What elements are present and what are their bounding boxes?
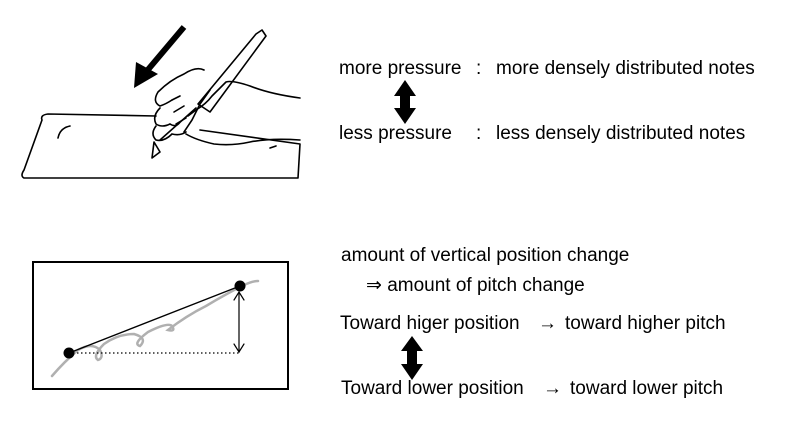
tablet-outline (21, 113, 301, 179)
more-pressure-separator: : (476, 58, 482, 79)
lower-position-text: Toward lower position (341, 378, 524, 399)
more-pressure-effect: more densely distributed notes (496, 58, 755, 79)
more-pressure-label: more pressure (339, 58, 462, 79)
less-pressure-label: less pressure (339, 123, 452, 144)
pitch-double-arrow (401, 336, 423, 380)
end-point (234, 280, 246, 292)
vertical-change-arrow (233, 290, 245, 354)
lower-pitch-text: toward lower pitch (570, 378, 724, 399)
handwritten-stroke (50, 279, 260, 378)
higher-position-text: Toward higer position (340, 313, 520, 334)
higher-arrow-glyph: → (538, 313, 557, 334)
direct-path-line (68, 285, 241, 354)
pitch-stroke-box (32, 261, 289, 390)
pitch-change-text: ⇒ amount of pitch change (366, 275, 585, 296)
pen-tip (151, 141, 161, 159)
tablet-highlight-mark (57, 125, 71, 139)
lower-arrow-glyph: → (543, 378, 562, 399)
vertical-change-text: amount of vertical position change (341, 245, 630, 266)
higher-pitch-text: toward higher pitch (565, 313, 726, 334)
down-left-arrow (134, 25, 187, 88)
pen-grip (183, 89, 211, 133)
less-pressure-effect: less densely distributed notes (496, 123, 746, 144)
pressure-double-arrow (394, 80, 416, 124)
tablet-corner-mark (269, 145, 277, 149)
pen-tablet-illustration (21, 29, 301, 179)
pen-shaft (159, 107, 197, 141)
start-point (63, 347, 75, 359)
less-pressure-separator: : (476, 123, 482, 144)
